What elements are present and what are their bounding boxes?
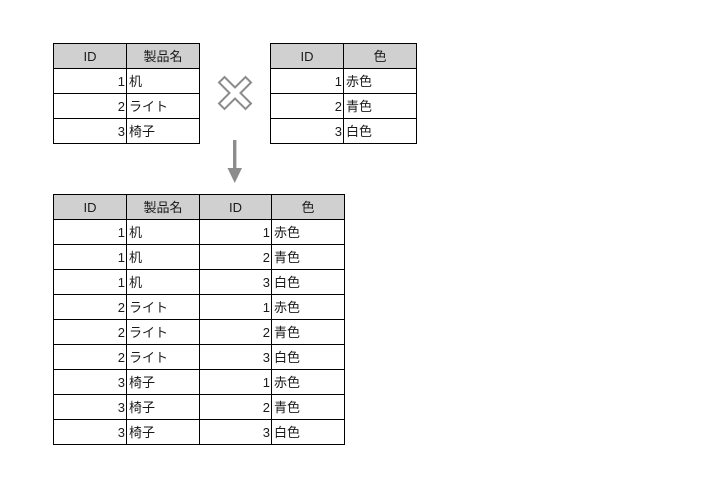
cell-color-name: 青色	[271, 394, 345, 420]
cell-color: 赤色	[343, 68, 417, 94]
table-row: 3 椅子 2 青色	[53, 394, 345, 420]
down-arrow-icon	[227, 140, 242, 183]
products-table: ID 製品名 1 机 2 ライト 3 椅子	[53, 43, 200, 144]
result-table-body: 1 机 1 赤色 1 机 2 青色 1 机 3 白色 2 ライト 1 赤色	[53, 219, 345, 445]
table-row: 3 白色	[270, 118, 417, 144]
cell-color-id: 1	[199, 219, 272, 245]
table-row: 2 青色	[270, 93, 417, 119]
cell-product-name: 椅子	[126, 419, 200, 445]
table-row: 3 椅子 1 赤色	[53, 369, 345, 395]
cell-id: 3	[53, 118, 127, 144]
cell-product-id: 2	[53, 319, 127, 345]
cell-product-name: ライト	[126, 344, 200, 370]
cell-product-id: 1	[53, 244, 127, 270]
cell-color-name: 白色	[271, 344, 345, 370]
cell-color-name: 赤色	[271, 219, 345, 245]
cell-product-id: 2	[53, 344, 127, 370]
column-header-color-id: ID	[199, 194, 272, 220]
cell-name: 机	[126, 68, 200, 94]
cell-color-name: 赤色	[271, 369, 345, 395]
cell-product-name: 椅子	[126, 394, 200, 420]
column-header-product-name: 製品名	[126, 194, 200, 220]
column-header-id: ID	[53, 43, 127, 69]
column-header-product-id: ID	[53, 194, 127, 220]
cell-color-id: 2	[199, 319, 272, 345]
table-header-row: ID 製品名 ID 色	[53, 194, 345, 220]
cell-product-name: ライト	[126, 294, 200, 320]
cell-product-name: 机	[126, 269, 200, 295]
cell-product-id: 3	[53, 369, 127, 395]
cell-color-id: 3	[199, 344, 272, 370]
cell-color-name: 白色	[271, 419, 345, 445]
table-row: 1 机 1 赤色	[53, 219, 345, 245]
cell-color-id: 3	[199, 419, 272, 445]
cell-product-id: 3	[53, 394, 127, 420]
cell-color-name: 青色	[271, 244, 345, 270]
cell-id: 2	[270, 93, 344, 119]
table-row: 1 机 3 白色	[53, 269, 345, 295]
table-header-row: ID 色	[270, 43, 417, 69]
cell-color: 白色	[343, 118, 417, 144]
cell-color-id: 2	[199, 244, 272, 270]
cell-color-name: 白色	[271, 269, 345, 295]
table-row: 2 ライト 3 白色	[53, 344, 345, 370]
column-header-id: ID	[270, 43, 344, 69]
table-row: 1 赤色	[270, 68, 417, 94]
cell-color: 青色	[343, 93, 417, 119]
cell-product-name: 机	[126, 244, 200, 270]
cell-color-name: 赤色	[271, 294, 345, 320]
column-header-color: 色	[343, 43, 417, 69]
cross-product-icon	[217, 75, 253, 111]
table-row: 2 ライト	[53, 93, 200, 119]
cell-id: 3	[270, 118, 344, 144]
cell-color-id: 2	[199, 394, 272, 420]
cell-id: 1	[270, 68, 344, 94]
cell-product-id: 1	[53, 269, 127, 295]
cell-color-id: 1	[199, 369, 272, 395]
cell-color-id: 3	[199, 269, 272, 295]
table-header-row: ID 製品名	[53, 43, 200, 69]
result-table: ID 製品名 ID 色 1 机 1 赤色 1 机 2 青色 1 机 3	[53, 194, 345, 445]
colors-table: ID 色 1 赤色 2 青色 3 白色	[270, 43, 417, 144]
cell-name: 椅子	[126, 118, 200, 144]
cell-name: ライト	[126, 93, 200, 119]
table-row: 3 椅子 3 白色	[53, 419, 345, 445]
table-row: 1 机 2 青色	[53, 244, 345, 270]
cell-product-id: 1	[53, 219, 127, 245]
table-row: 2 ライト 2 青色	[53, 319, 345, 345]
column-header-color-name: 色	[271, 194, 345, 220]
cell-product-name: 机	[126, 219, 200, 245]
table-row: 2 ライト 1 赤色	[53, 294, 345, 320]
table-row: 3 椅子	[53, 118, 200, 144]
cell-product-id: 3	[53, 419, 127, 445]
table-row: 1 机	[53, 68, 200, 94]
cell-product-id: 2	[53, 294, 127, 320]
cell-id: 1	[53, 68, 127, 94]
cell-id: 2	[53, 93, 127, 119]
column-header-name: 製品名	[126, 43, 200, 69]
cell-product-name: ライト	[126, 319, 200, 345]
cell-product-name: 椅子	[126, 369, 200, 395]
cell-color-id: 1	[199, 294, 272, 320]
cell-color-name: 青色	[271, 319, 345, 345]
